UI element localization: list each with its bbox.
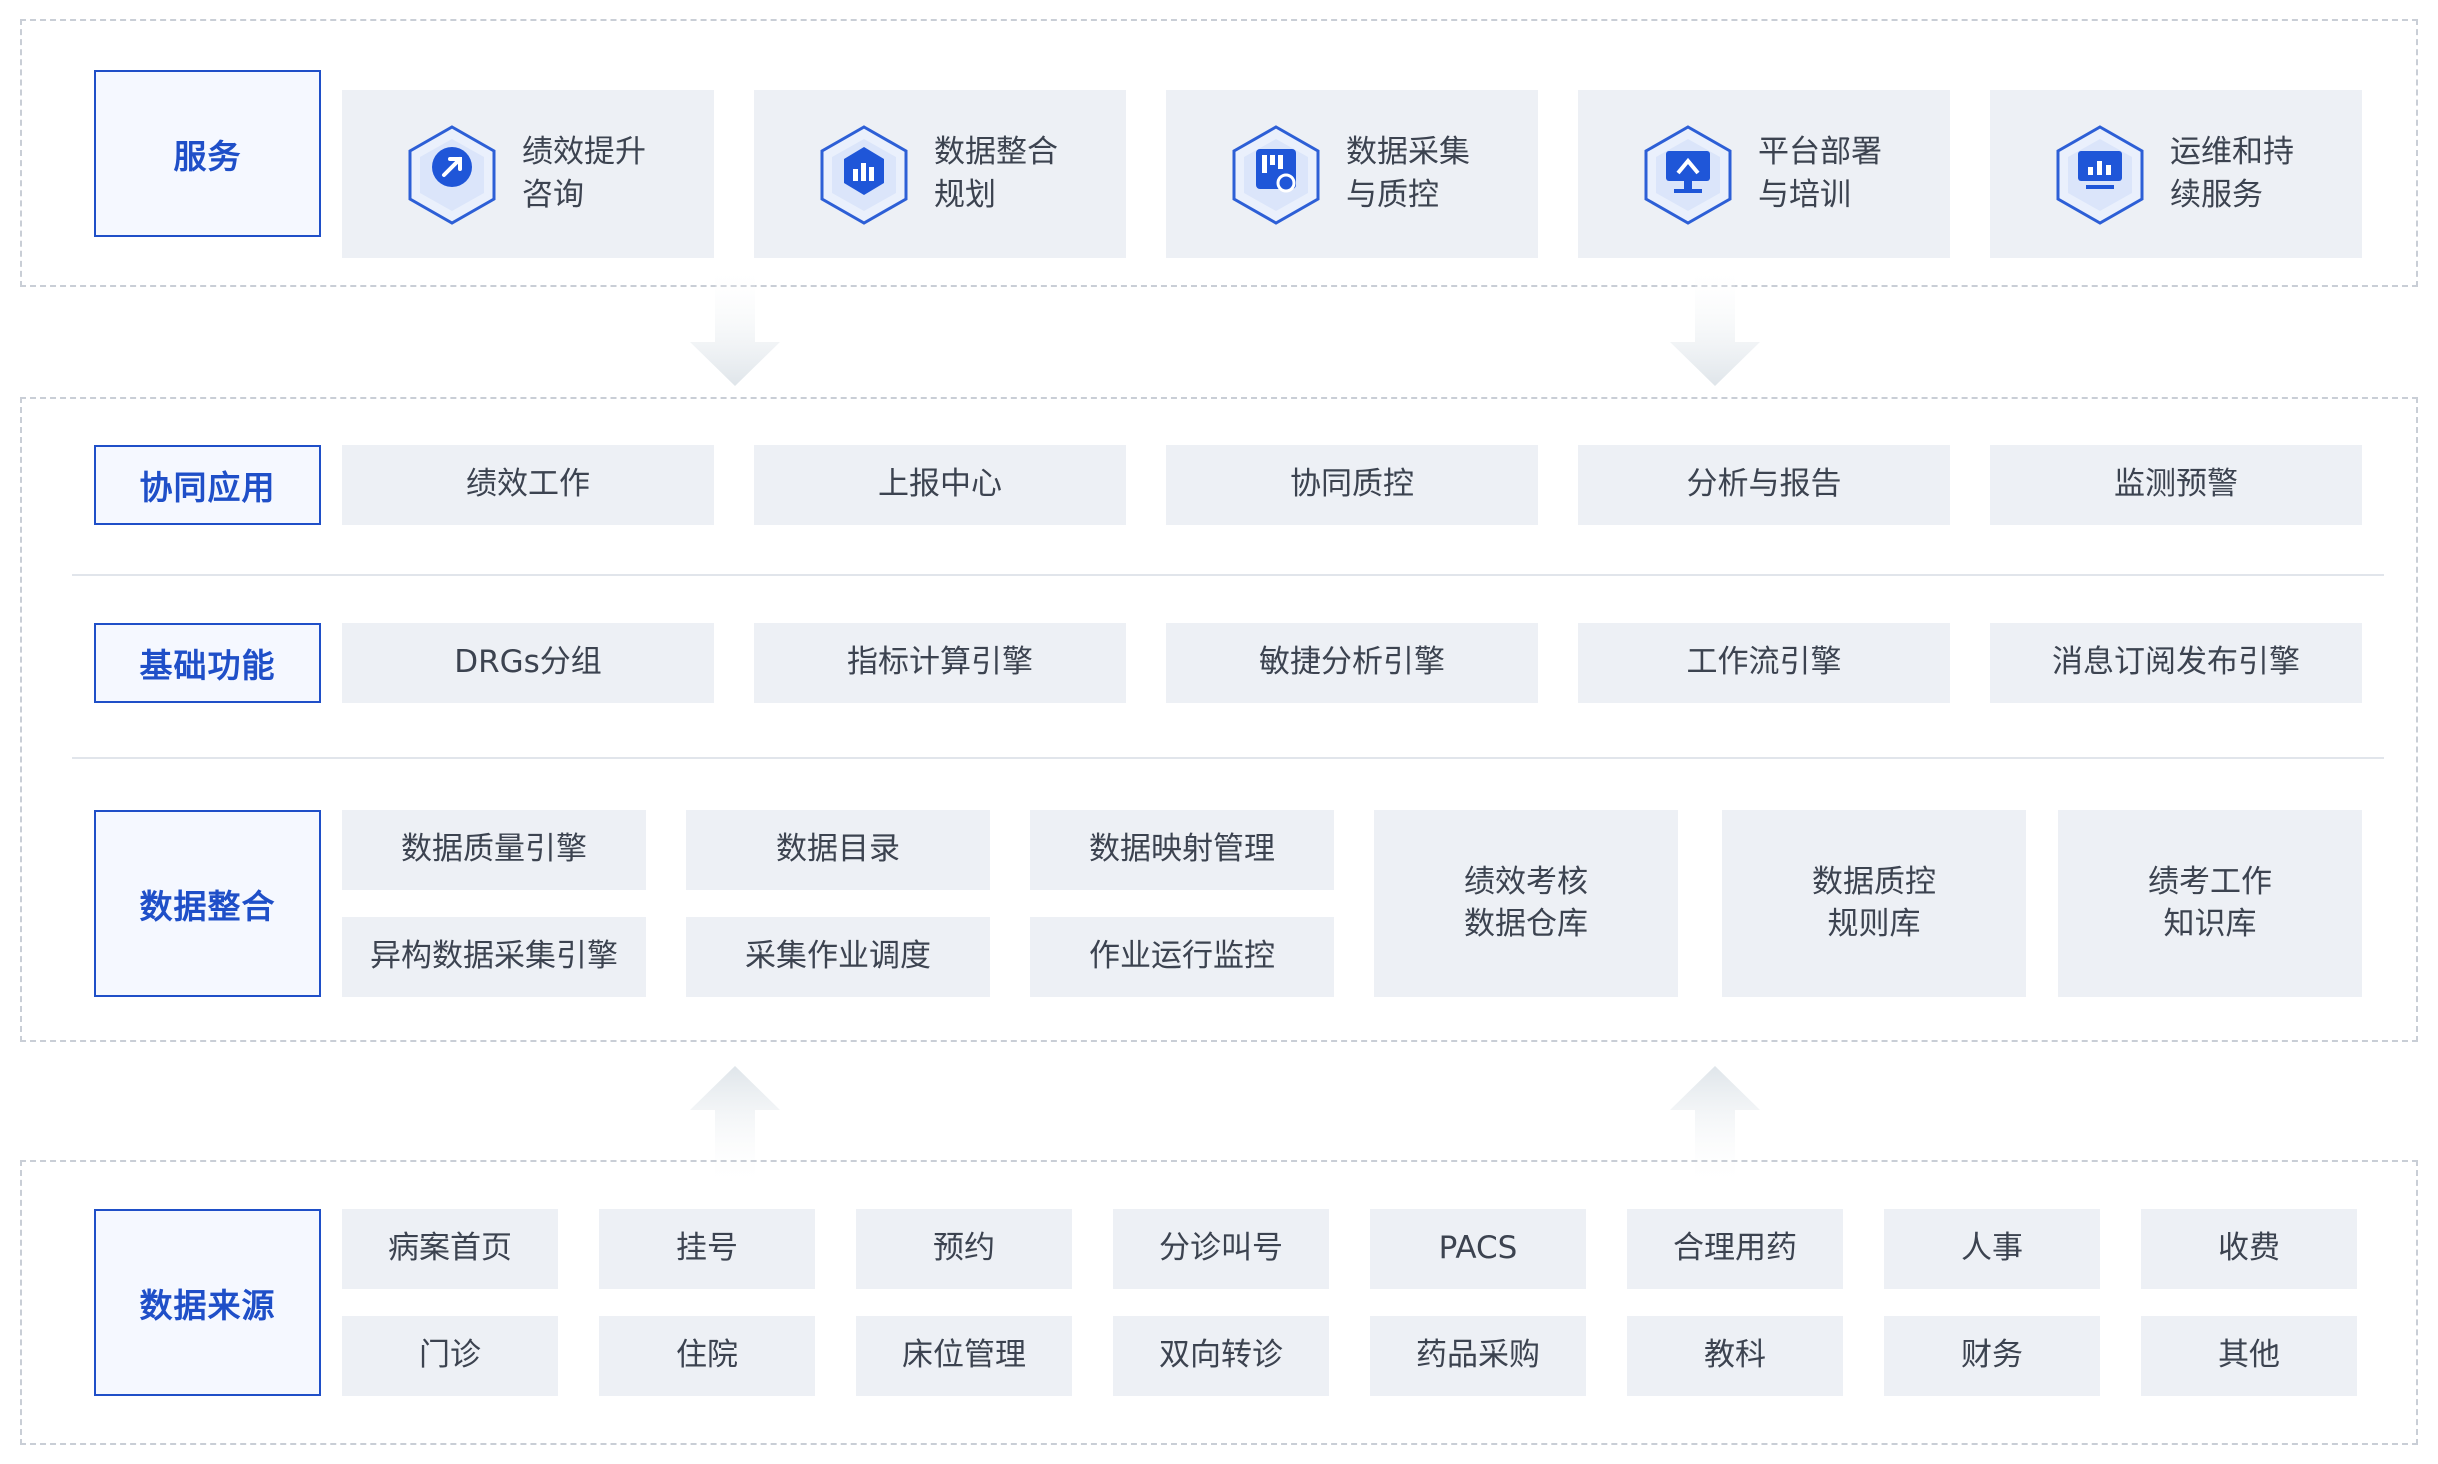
integration-item[interactable]: 作业运行监控 — [1030, 917, 1334, 997]
source-item[interactable]: 挂号 — [599, 1209, 815, 1289]
service-line1: 数据整合 — [934, 134, 1058, 171]
source-item[interactable]: 财务 — [1884, 1316, 2100, 1396]
source-item[interactable]: PACS — [1370, 1209, 1586, 1289]
integration-label: 数据整合 — [94, 810, 321, 997]
collab-item[interactable]: 协同质控 — [1166, 445, 1538, 525]
integration-item[interactable]: 异构数据采集引擎 — [342, 917, 646, 997]
integration-item[interactable]: 采集作业调度 — [686, 917, 990, 997]
service-line2: 咨询 — [522, 177, 584, 213]
source-item[interactable]: 教科 — [1627, 1316, 1843, 1396]
integration-large-item[interactable]: 绩效考核 数据仓库 — [1374, 810, 1678, 997]
basic-item[interactable]: 敏捷分析引擎 — [1166, 623, 1538, 703]
divider — [72, 574, 2384, 576]
data-integration-icon — [820, 125, 908, 225]
collab-label: 协同应用 — [94, 445, 321, 525]
source-item[interactable]: 预约 — [856, 1209, 1072, 1289]
arrow-up-icon — [690, 1066, 780, 1188]
source-item[interactable]: 药品采购 — [1370, 1316, 1586, 1396]
service-card-data-collection[interactable]: 数据采集 与质控 — [1166, 90, 1538, 258]
service-card-performance[interactable]: 绩效提升 咨询 — [342, 90, 714, 258]
source-item[interactable]: 病案首页 — [342, 1209, 558, 1289]
service-line1: 绩效提升 — [522, 134, 646, 171]
collab-item[interactable]: 绩效工作 — [342, 445, 714, 525]
basic-item[interactable]: 指标计算引擎 — [754, 623, 1126, 703]
source-item[interactable]: 门诊 — [342, 1316, 558, 1396]
source-item[interactable]: 其他 — [2141, 1316, 2357, 1396]
source-item[interactable]: 分诊叫号 — [1113, 1209, 1329, 1289]
integration-large-line2: 知识库 — [2163, 905, 2257, 942]
arrow-up-icon — [1670, 1066, 1760, 1188]
divider — [72, 757, 2384, 759]
collab-item[interactable]: 上报中心 — [754, 445, 1126, 525]
service-line2: 与培训 — [1758, 177, 1851, 213]
core-section: 协同应用 绩效工作 上报中心 协同质控 分析与报告 监测预警 基础功能 DRGs… — [20, 397, 2418, 1042]
service-card-data-integration[interactable]: 数据整合 规划 — [754, 90, 1126, 258]
platform-deploy-icon — [1644, 125, 1732, 225]
sources-label: 数据来源 — [94, 1209, 321, 1396]
integration-item[interactable]: 数据质量引擎 — [342, 810, 646, 890]
source-item[interactable]: 床位管理 — [856, 1316, 1072, 1396]
ops-service-icon — [2056, 125, 2144, 225]
service-line2: 规划 — [934, 177, 996, 213]
integration-large-line1: 绩考工作 — [2148, 863, 2272, 900]
services-section: 服务 绩效提升 咨询 数据整合 规划 — [20, 19, 2418, 287]
basic-item[interactable]: DRGs分组 — [342, 623, 714, 703]
service-line2: 与质控 — [1346, 177, 1439, 213]
service-line2: 续服务 — [2170, 177, 2263, 213]
integration-large-line2: 规则库 — [1827, 905, 1921, 942]
source-item[interactable]: 收费 — [2141, 1209, 2357, 1289]
service-card-platform-deploy[interactable]: 平台部署 与培训 — [1578, 90, 1950, 258]
collab-item[interactable]: 监测预警 — [1990, 445, 2362, 525]
service-line1: 数据采集 — [1346, 134, 1470, 171]
integration-large-line2: 数据仓库 — [1464, 905, 1588, 942]
service-card-ops[interactable]: 运维和持 续服务 — [1990, 90, 2362, 258]
data-collection-icon — [1232, 125, 1320, 225]
integration-large-line1: 数据质控 — [1812, 863, 1936, 900]
basic-item[interactable]: 工作流引擎 — [1578, 623, 1950, 703]
integration-large-line1: 绩效考核 — [1464, 863, 1588, 900]
integration-item[interactable]: 数据目录 — [686, 810, 990, 890]
source-item[interactable]: 双向转诊 — [1113, 1316, 1329, 1396]
integration-item[interactable]: 数据映射管理 — [1030, 810, 1334, 890]
arrow-down-icon — [1670, 264, 1760, 386]
source-item[interactable]: 合理用药 — [1627, 1209, 1843, 1289]
service-line1: 平台部署 — [1758, 134, 1882, 171]
basic-item[interactable]: 消息订阅发布引擎 — [1990, 623, 2362, 703]
arrow-down-icon — [690, 264, 780, 386]
integration-large-item[interactable]: 绩考工作 知识库 — [2058, 810, 2362, 997]
service-line1: 运维和持 — [2170, 134, 2294, 171]
basic-label: 基础功能 — [94, 623, 321, 703]
services-label: 服务 — [94, 70, 321, 237]
sources-section: 数据来源 病案首页 挂号 预约 分诊叫号 PACS 合理用药 人事 收费 门诊 … — [20, 1160, 2418, 1445]
collab-item[interactable]: 分析与报告 — [1578, 445, 1950, 525]
source-item[interactable]: 住院 — [599, 1316, 815, 1396]
integration-large-item[interactable]: 数据质控 规则库 — [1722, 810, 2026, 997]
source-item[interactable]: 人事 — [1884, 1209, 2100, 1289]
performance-consult-icon — [408, 125, 496, 225]
